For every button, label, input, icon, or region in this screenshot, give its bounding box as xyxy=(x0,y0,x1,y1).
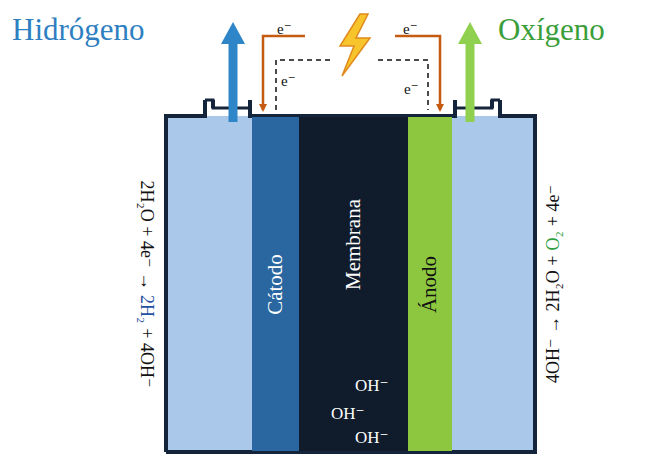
equation-part: + 4e⁻ xyxy=(544,185,562,226)
ion-label: OH⁻ xyxy=(355,429,389,446)
reaction-equation: 2H₂O + 4e⁻ → 2H₂ + 4OH⁻ xyxy=(138,181,156,388)
equation-part: + 4OH⁻ xyxy=(138,328,156,387)
band-label: Membrana xyxy=(341,199,366,290)
ion-label: OH⁻ xyxy=(355,377,389,394)
membrane-band: Membrana xyxy=(299,117,408,451)
reaction-equation: 4OH⁻ → 2H₂O + O₂ + 4e⁻ xyxy=(544,185,562,383)
equation-part: O₂ xyxy=(544,231,562,250)
electron-label: e⁻ xyxy=(404,82,419,97)
ion-label: OH⁻ xyxy=(331,405,365,422)
band-label: Cátodo xyxy=(263,254,288,315)
equation-part: 4OH⁻ → 2H₂O + xyxy=(544,256,562,383)
electron-label: e⁻ xyxy=(403,22,418,37)
gas-label: Oxígeno xyxy=(498,14,605,45)
electron-label: e⁻ xyxy=(281,74,296,89)
cathode-band: Cátodo xyxy=(252,117,299,451)
electron-label: e⁻ xyxy=(277,22,292,37)
equation-part: 2H₂ xyxy=(138,295,156,323)
band-label: Ánodo xyxy=(418,255,443,312)
gas-label: Hidrógeno xyxy=(12,14,145,45)
anode-band: Ánodo xyxy=(408,117,452,451)
equation-part: 2H₂O + 4e⁻ → xyxy=(138,181,156,290)
